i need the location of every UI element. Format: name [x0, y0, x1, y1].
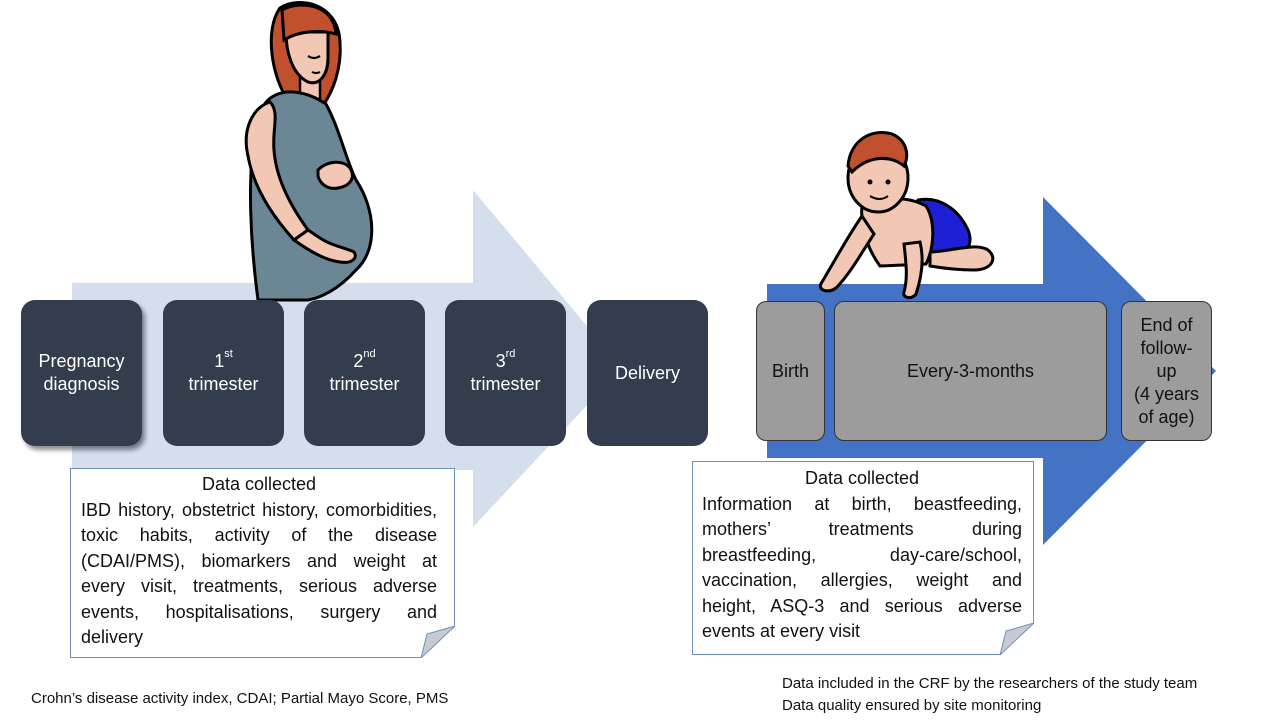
stage-number: 2: [353, 351, 364, 371]
note-body: IBD history, obstetrict history, comorbi…: [81, 499, 437, 648]
stage-label: End of: [1140, 314, 1193, 335]
page-fold-icon: [1000, 623, 1034, 655]
stage-2nd-trimester: 2nd trimester: [304, 300, 425, 446]
stage-ordinal: st: [224, 348, 233, 360]
stage-label: trimester: [470, 374, 541, 394]
stage-label: (4 years: [1133, 383, 1200, 404]
stage-number: 1: [214, 351, 225, 371]
stage-ordinal: nd: [363, 348, 376, 360]
stage-delivery: Delivery: [587, 300, 708, 446]
note-body: Information at birth, beastfeeding, moth…: [702, 493, 1022, 642]
stage-birth: Birth: [756, 301, 825, 441]
child-data-collected-note: Data collected Information at birth, bea…: [692, 461, 1034, 655]
stage-label: Pregnancy: [38, 351, 125, 371]
stage-label: follow-: [1140, 337, 1193, 358]
abbreviation-footnote: Crohn’s disease activity index, CDAI; Pa…: [31, 690, 449, 707]
stage-end-of-follow-up: End of follow- up (4 years of age): [1121, 301, 1212, 441]
mother-data-collected-note: Data collected IBD history, obstetrict h…: [70, 468, 455, 658]
stage-label: trimester: [329, 374, 400, 394]
stage-label: trimester: [188, 374, 259, 394]
stage-number: 3: [495, 351, 506, 371]
stage-3rd-trimester: 3rd trimester: [445, 300, 566, 446]
stage-1st-trimester: 1st trimester: [163, 300, 284, 446]
crf-footnote: Data included in the CRF by the research…: [782, 675, 1198, 692]
stage-label: Every-3-months: [906, 360, 1035, 381]
stage-ordinal: rd: [505, 348, 516, 360]
pregnant-woman-illustration: [244, 1, 374, 302]
stage-every-3-months: Every-3-months: [834, 301, 1107, 441]
stage-label: diagnosis: [43, 374, 120, 394]
crawling-baby-illustration: [819, 131, 995, 300]
note-title: Data collected: [804, 468, 920, 488]
stage-label: Delivery: [614, 362, 680, 383]
note-title: Data collected: [201, 474, 317, 494]
stage-pregnancy-diagnosis: Pregnancy diagnosis: [21, 300, 142, 446]
stage-label: of age): [1138, 406, 1195, 427]
monitoring-footnote: Data quality ensured by site monitoring: [782, 697, 1042, 714]
page-fold-icon: [421, 626, 455, 658]
stage-label: Birth: [771, 360, 809, 381]
stage-label: up: [1156, 360, 1177, 381]
